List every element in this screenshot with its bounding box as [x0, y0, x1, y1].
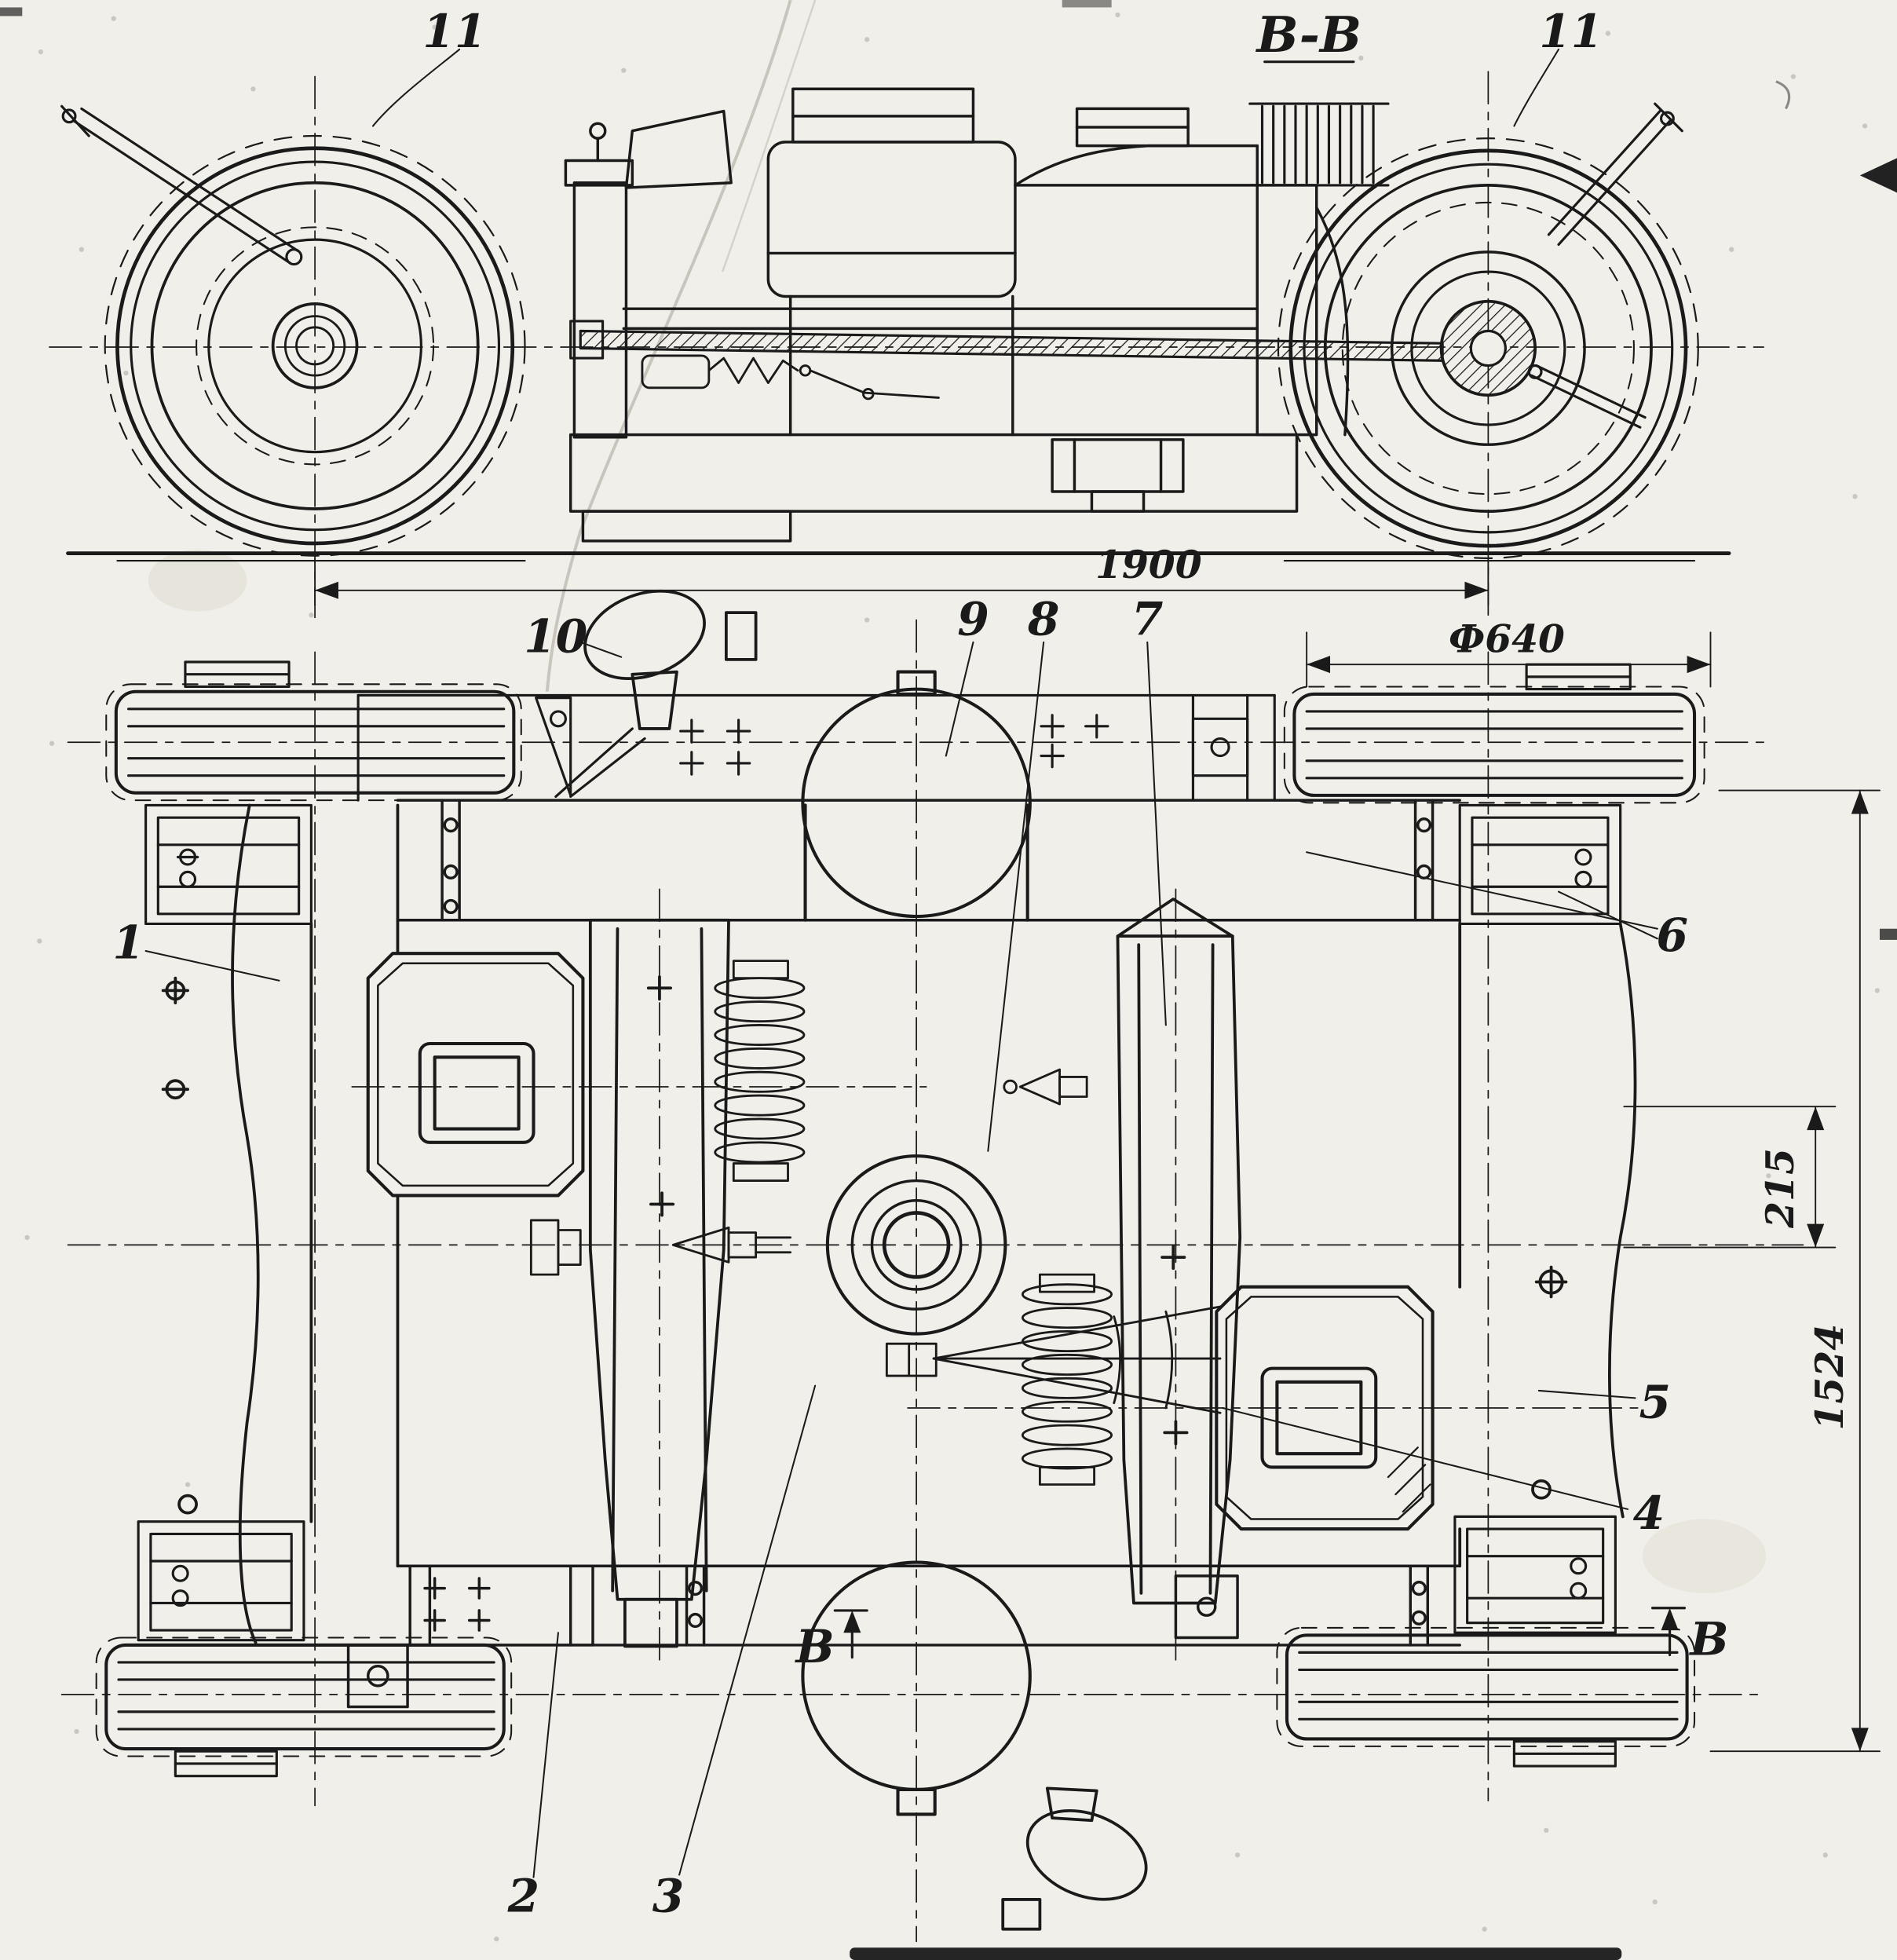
side-view: [49, 48, 1764, 619]
top-oval-device: [583, 589, 758, 730]
left-coupling: [529, 1219, 792, 1276]
wheelset-bottom-left: [95, 1636, 513, 1778]
center-pivot: [825, 1154, 1007, 1336]
right-bellows: [1021, 1273, 1113, 1486]
axlebox-top-right: [1458, 803, 1622, 926]
wheelset-bottom-right: [1276, 1626, 1696, 1768]
side-callout-leaders: [371, 48, 1560, 127]
plan-centerlines: [60, 619, 1804, 1943]
wheelset-top-right: [1283, 663, 1705, 804]
bogie-body: [564, 87, 1350, 543]
left-brake-rod: [60, 104, 303, 266]
plan-callout-leaders: [144, 641, 1658, 1878]
left-hanger-plate: [588, 918, 730, 1648]
dim-215-label: 215: [1758, 1148, 1803, 1229]
callout-5: 5: [1639, 1375, 1671, 1429]
bottom-bolster: [346, 1564, 1461, 1709]
labels: B-B 11 11 1900 10 9 8 7 Ф640 6 1 215 152…: [112, 4, 1851, 1923]
left-bellows: [714, 960, 806, 1182]
axlebox-bottom-right: [1453, 1515, 1617, 1634]
callout-11-left: 11: [422, 4, 486, 58]
top-dome: [801, 670, 1032, 922]
side-frame-left: [161, 803, 400, 1644]
dim-215: [1623, 1106, 1837, 1249]
dim-1900-label: 1900: [1095, 543, 1202, 587]
traction-rod: [569, 320, 1444, 362]
coil-spring: [1248, 102, 1390, 187]
callout-10: 10: [524, 609, 587, 663]
bottom-dome: [801, 1560, 1032, 1816]
callout-6: 6: [1656, 908, 1688, 962]
dim-wheel-diameter: [1306, 631, 1712, 688]
dim-1524-label: 1524: [1807, 1324, 1852, 1431]
section-arrow-right: [1650, 1607, 1687, 1657]
plan-view: [60, 589, 1881, 1943]
upper-deck: [356, 693, 1276, 802]
section-marker-right: B: [1688, 1612, 1728, 1666]
callout-2: 2: [507, 1869, 540, 1923]
axlebox-bottom-left: [137, 1520, 305, 1642]
left-wheel: [104, 134, 526, 557]
callout-8: 8: [1027, 591, 1060, 645]
left-motor: [366, 952, 585, 1198]
paper-speckles: [24, 12, 1880, 1942]
section-marker-left: B: [795, 1619, 835, 1673]
dim-640-label: Ф640: [1449, 616, 1565, 661]
callout-1: 1: [112, 915, 144, 969]
axlebox-top-left: [144, 803, 313, 926]
right-brake-rod: [1527, 102, 1683, 429]
wheelset-top-left: [105, 660, 522, 802]
bottom-oval-device: [1001, 1786, 1148, 1931]
section-arrow-left: [833, 1609, 868, 1659]
brake-rigging: [641, 354, 940, 400]
paper-crease: [545, 0, 792, 692]
gear-cone: [885, 1305, 1222, 1414]
dim-1524: [1709, 789, 1881, 1753]
top-bolster: [396, 799, 1461, 922]
section-title: B-B: [1255, 5, 1362, 64]
paper-artifacts: [148, 0, 1767, 1593]
callout-9: 9: [957, 591, 989, 645]
callout-11-right: 11: [1539, 4, 1603, 58]
right-hanger-plate: [1116, 898, 1242, 1605]
right-coupling: [1003, 1068, 1088, 1106]
dimension-1900: [314, 557, 1489, 606]
callout-3: 3: [652, 1869, 685, 1923]
callout-4: 4: [1633, 1486, 1665, 1540]
callout-7: 7: [1131, 591, 1164, 645]
